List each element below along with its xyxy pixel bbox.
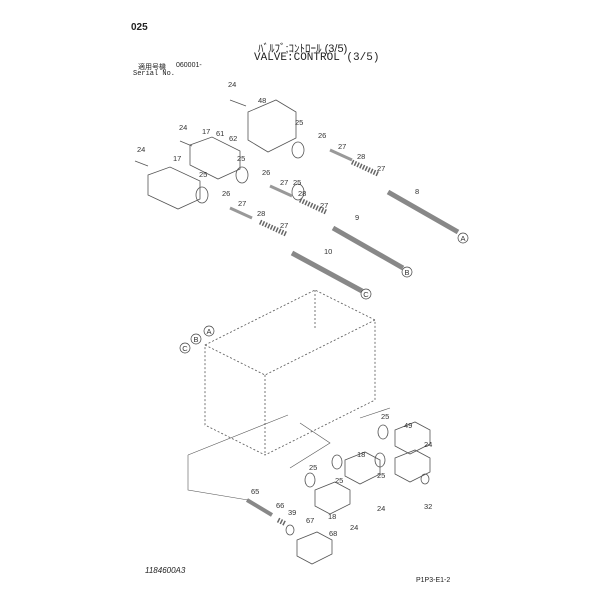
callout: 24 — [377, 504, 385, 513]
callout: 28 — [257, 209, 265, 218]
callout: 24 — [137, 145, 145, 154]
callout: 18 — [328, 512, 336, 521]
serial-label-japanese: 適用号機 — [138, 64, 166, 71]
callout: 61 — [216, 129, 224, 138]
callout: 48 — [258, 96, 266, 105]
callout: 68 — [329, 529, 337, 538]
o-ring — [195, 186, 209, 204]
callout: 27 — [377, 164, 385, 173]
callout: 25 — [199, 170, 207, 179]
callout: 25 — [295, 118, 303, 127]
drawing-number: 1184600A3 — [145, 566, 186, 575]
callout: 49 — [404, 421, 412, 430]
callout: 25 — [335, 476, 343, 485]
callout: 25 — [293, 178, 301, 187]
callout: 27 — [320, 201, 328, 210]
callout: 28 — [298, 189, 306, 198]
part-drawings — [134, 99, 460, 565]
o-ring — [235, 166, 249, 184]
callout: 26 — [222, 189, 230, 198]
page-title: VALVE:CONTROL (3/5) — [254, 52, 380, 64]
callout: 25 — [381, 412, 389, 421]
callout: 27 — [280, 178, 288, 187]
cap-67 — [296, 531, 333, 565]
callout: 8 — [415, 187, 419, 196]
cap-17-lower — [147, 166, 201, 210]
ref-mark-c-lower: C — [182, 344, 188, 353]
serial-label: Serial No. — [133, 70, 176, 78]
cap-18-upper — [344, 451, 381, 485]
cap-18-lower — [314, 481, 351, 515]
callout: 26 — [318, 131, 326, 140]
callout-labels: 24 48 24 17 61 62 25 24 17 25 25 26 27 2… — [137, 80, 432, 538]
callout: 25 — [309, 463, 317, 472]
ref-mark-b-lower: B — [193, 335, 198, 344]
callout: 62 — [229, 134, 237, 143]
callout: 66 — [276, 501, 284, 510]
callout: 65 — [251, 487, 259, 496]
plug-65 — [245, 498, 274, 517]
cap-17-upper — [189, 136, 241, 180]
callout: 26 — [262, 168, 270, 177]
title-japanese: ﾊﾞﾙﾌﾞ;ｺﾝﾄﾛｰﾙ (3/5) — [258, 43, 348, 55]
callout: 39 — [288, 508, 296, 517]
ref-mark-b: B — [404, 268, 409, 277]
reference-letters: A B C A B C — [182, 234, 465, 353]
callout: 27 — [238, 199, 246, 208]
spool-9 — [331, 225, 405, 271]
callout: 24 — [228, 80, 236, 89]
o-ring — [291, 183, 305, 201]
springs-28 — [258, 159, 380, 237]
ref-mark-a: A — [460, 234, 465, 243]
callout: 25 — [377, 471, 385, 480]
callout: 27 — [280, 221, 288, 230]
spring-66 — [276, 517, 288, 527]
callout: 24 — [179, 123, 187, 132]
callout: 17 — [173, 154, 181, 163]
callout: 67 — [306, 516, 314, 525]
callout: 27 — [338, 142, 346, 151]
spool-8 — [386, 189, 460, 235]
page-number: 025 — [131, 22, 148, 33]
ref-mark-c: C — [363, 290, 369, 299]
cap-48 — [247, 99, 297, 153]
callout: 9 — [355, 213, 359, 222]
callout: 24 — [424, 440, 432, 449]
callout: 10 — [324, 247, 332, 256]
serial-value: 060001- — [176, 62, 202, 69]
callout: 25 — [237, 154, 245, 163]
page-code: P1P3-E1-2 — [416, 577, 451, 584]
callout: 24 — [350, 523, 358, 532]
callout: 28 — [357, 152, 365, 161]
ref-mark-a-lower: A — [206, 327, 211, 336]
callout: 17 — [202, 127, 210, 136]
cap-49 — [394, 421, 431, 483]
spool-10 — [290, 250, 364, 294]
valve-body — [204, 289, 376, 456]
reference-marks — [179, 232, 469, 354]
callout: 18 — [357, 450, 365, 459]
callout: 32 — [424, 502, 432, 511]
o-ring — [291, 141, 305, 159]
